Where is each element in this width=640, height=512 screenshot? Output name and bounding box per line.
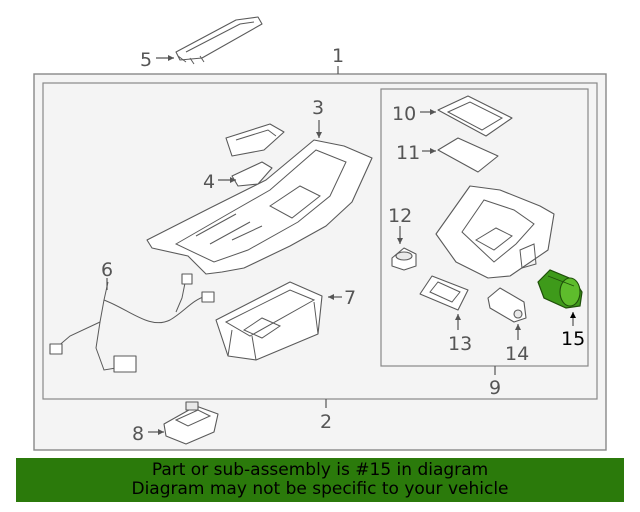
part-13-usb-module [419,275,469,311]
part-12-socket [391,247,417,271]
arrow-11 [430,148,436,154]
part-6-wiring-harness [49,273,215,373]
part-8-shifter-base [163,401,219,445]
part-10-tray-mat [437,95,513,137]
part-4-bezel [225,123,285,187]
callout-9: 9 [489,377,501,399]
callout-12: 12 [388,205,412,227]
callout-1: 1 [332,45,344,67]
callout-11: 11 [396,142,420,164]
part-14-connector [487,287,527,323]
arrow-15 [570,312,576,318]
arrow-4 [230,177,236,183]
part-15-highlighted [537,269,583,309]
callout-7: 7 [344,287,356,309]
callout-15: 15 [561,328,585,350]
part-11-pad [437,137,499,173]
info-banner: Part or sub-assembly is #15 in diagram D… [16,458,624,502]
part-3-console-trim [146,139,373,275]
arrow-10 [430,109,436,115]
banner-line-1: Part or sub-assembly is #15 in diagram [151,460,489,480]
callout-3: 3 [312,97,324,119]
arrow-8 [158,429,164,435]
part-5-armrest-pad [175,16,263,65]
part-7-storage-bin [215,281,323,361]
arrow-12 [397,238,403,244]
banner-line-2: Diagram may not be specific to your vehi… [131,479,509,499]
arrow-14 [515,324,521,330]
callout-2: 2 [320,411,332,433]
arrow-13 [455,314,461,320]
arrow-5 [168,55,174,61]
callout-5: 5 [140,49,152,71]
arrow-3 [316,132,322,138]
callout-14: 14 [505,343,529,365]
callout-13: 13 [448,333,472,355]
arrow-7 [328,294,334,300]
callout-10: 10 [392,103,416,125]
callout-6: 6 [101,259,113,281]
callout-8: 8 [132,423,144,445]
parts-diagram: 1 2 3 4 5 6 7 8 9 10 11 12 13 14 15 [33,16,607,451]
part-9-bracket [435,185,555,279]
callout-4: 4 [203,171,215,193]
